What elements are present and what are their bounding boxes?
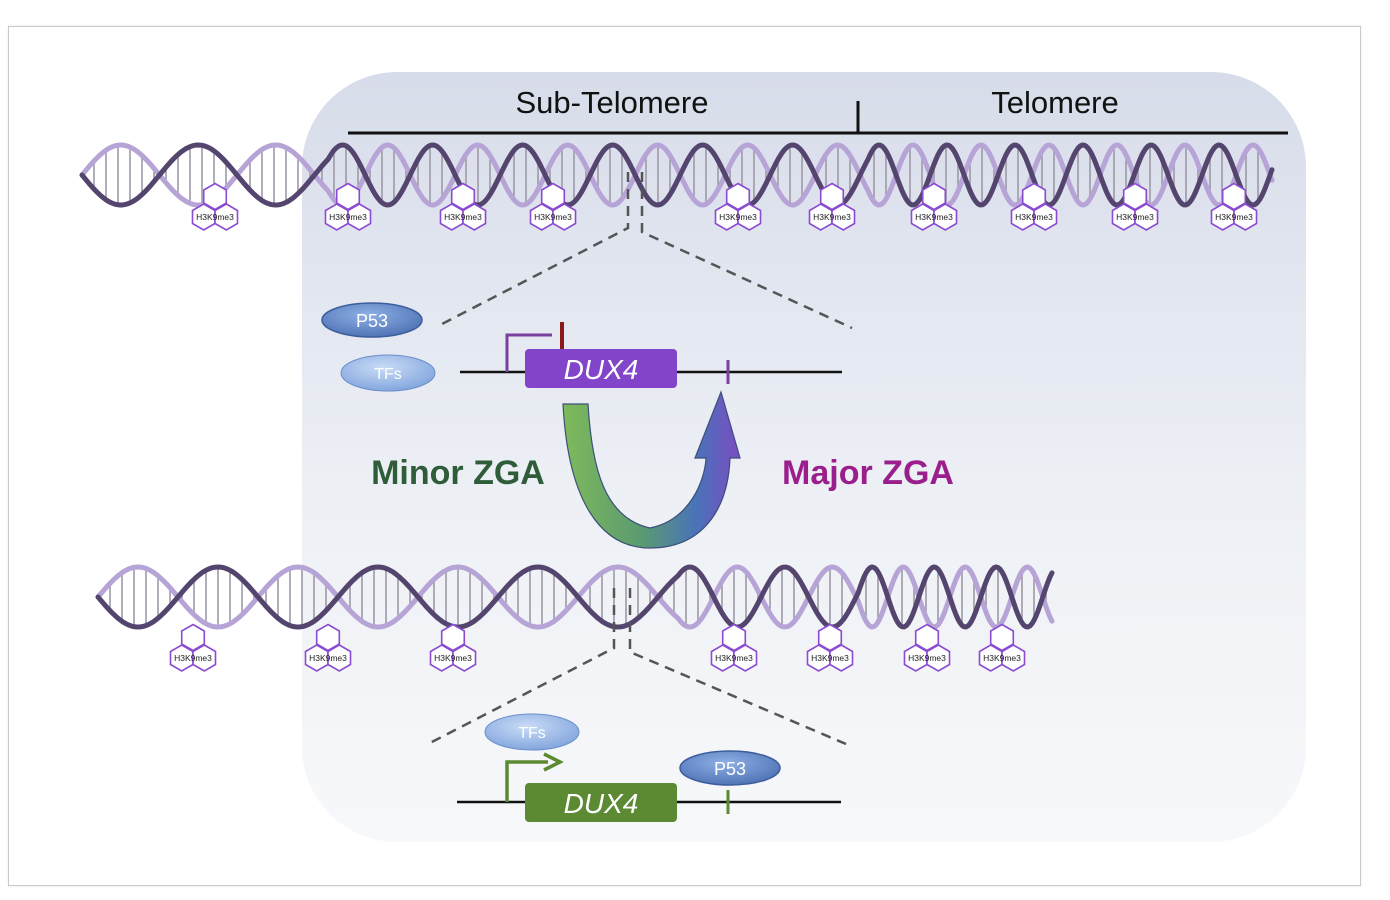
svg-text:H3K9me3: H3K9me3 [434, 653, 472, 663]
svg-text:H3K9me3: H3K9me3 [309, 653, 347, 663]
dna-helix-top [79, 142, 1275, 208]
zga-transition-arrow [562, 390, 741, 549]
svg-text:H3K9me3: H3K9me3 [329, 212, 367, 222]
svg-text:H3K9me3: H3K9me3 [811, 653, 849, 663]
h3k9me3-histone-icon: H3K9me3 [1210, 182, 1258, 231]
h3k9me3-histone-icon: H3K9me3 [978, 623, 1026, 672]
h3k9me3-histone-icon: H3K9me3 [439, 182, 487, 231]
h3k9me3-histone-icon: H3K9me3 [169, 623, 217, 672]
svg-text:P53: P53 [714, 759, 746, 779]
dux4-gene-repressed [525, 349, 677, 388]
h3k9me3-histone-icon: H3K9me3 [324, 182, 372, 231]
chromatin-panel [302, 72, 1306, 842]
dux4-label-repressed: DUX4 [564, 354, 639, 385]
tfs-factor-bottom: TFs [484, 713, 580, 751]
svg-text:H3K9me3: H3K9me3 [196, 212, 234, 222]
minor-zga-label: Minor ZGA [371, 454, 545, 492]
h3k9me3-histone-icon: H3K9me3 [806, 623, 854, 672]
zoom-lines-top [439, 172, 853, 330]
p53-factor-bottom: P53 [679, 750, 781, 786]
svg-text:H3K9me3: H3K9me3 [1116, 212, 1154, 222]
svg-text:H3K9me3: H3K9me3 [444, 212, 482, 222]
svg-text:H3K9me3: H3K9me3 [719, 212, 757, 222]
histone-marks-top: H3K9me3 H3K9me3 H3K9me3 H3K9me3 H3K9me3 H3K9m… [191, 182, 1258, 231]
repressed-locus: DUX4 [460, 322, 842, 388]
dux4-label-active: DUX4 [564, 788, 639, 819]
telomere-label: Telomere [991, 85, 1119, 120]
p53-factor-top: P53 [321, 302, 423, 338]
h3k9me3-histone-icon: H3K9me3 [529, 182, 577, 231]
h3k9me3-histone-icon: H3K9me3 [910, 182, 958, 231]
svg-text:TFs: TFs [374, 366, 402, 383]
h3k9me3-histone-icon: H3K9me3 [903, 623, 951, 672]
dux4-gene-active [525, 783, 677, 822]
svg-text:H3K9me3: H3K9me3 [915, 212, 953, 222]
h3k9me3-histone-icon: H3K9me3 [304, 623, 352, 672]
h3k9me3-histone-icon: H3K9me3 [191, 182, 239, 231]
h3k9me3-histone-icon: H3K9me3 [714, 182, 762, 231]
h3k9me3-histone-icon: H3K9me3 [808, 182, 856, 231]
svg-text:H3K9me3: H3K9me3 [534, 212, 572, 222]
svg-text:H3K9me3: H3K9me3 [174, 653, 212, 663]
svg-text:H3K9me3: H3K9me3 [1015, 212, 1053, 222]
zoom-lines-bottom [427, 588, 847, 746]
svg-text:H3K9me3: H3K9me3 [908, 653, 946, 663]
sub-telomere-label: Sub-Telomere [516, 85, 709, 120]
svg-text:TFs: TFs [518, 725, 546, 742]
dna-helix-bottom [95, 564, 1055, 630]
h3k9me3-histone-icon: H3K9me3 [710, 623, 758, 672]
major-zga-label: Major ZGA [782, 454, 954, 492]
h3k9me3-histone-icon: H3K9me3 [1111, 182, 1159, 231]
h3k9me3-histone-icon: H3K9me3 [1010, 182, 1058, 231]
histone-marks-bottom: H3K9me3 H3K9me3 H3K9me3 H3K9me3 H3K9me3 H3K9m… [169, 623, 1026, 672]
svg-text:H3K9me3: H3K9me3 [813, 212, 851, 222]
tfs-factor-top: TFs [340, 354, 436, 392]
active-locus: DUX4 [457, 752, 841, 822]
region-bracket [348, 101, 1288, 135]
svg-text:H3K9me3: H3K9me3 [983, 653, 1021, 663]
h3k9me3-histone-icon: H3K9me3 [429, 623, 477, 672]
svg-text:H3K9me3: H3K9me3 [1215, 212, 1253, 222]
svg-text:H3K9me3: H3K9me3 [715, 653, 753, 663]
svg-text:P53: P53 [356, 311, 388, 331]
